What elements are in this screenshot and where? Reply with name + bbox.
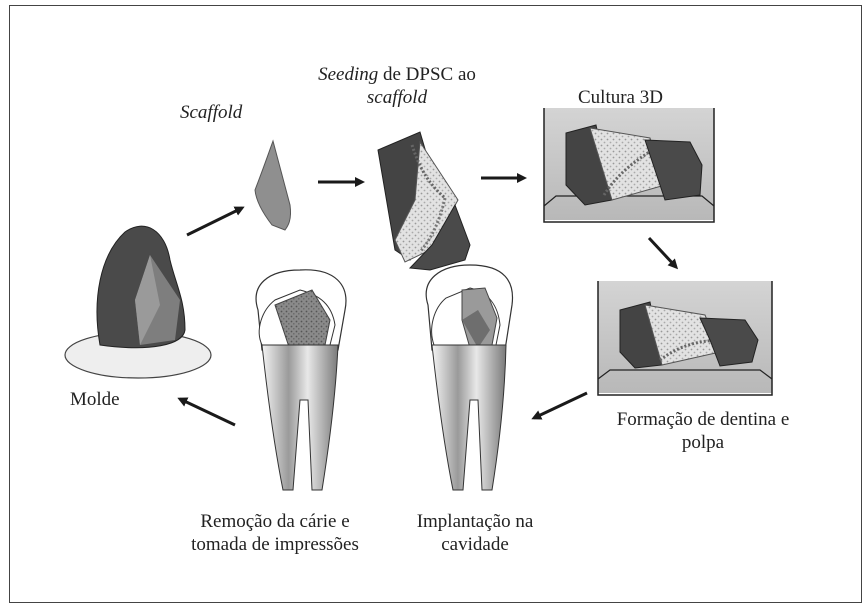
label-seeding-italic: Seeding — [318, 64, 379, 85]
label-remocao-line2: tomada de impressões — [191, 534, 359, 555]
label-seeding-line2: scaffold — [366, 87, 428, 108]
process-arrows — [177, 173, 679, 427]
label-implantacao: Implantação na cavidade — [400, 510, 550, 556]
figure-frame — [9, 5, 862, 603]
arrow-caries-to-mould — [177, 397, 236, 427]
arrow-formation-to-implant — [531, 391, 588, 420]
label-seeding-rest: de DPSC ao — [378, 64, 476, 85]
formation-illustration — [597, 281, 773, 396]
label-molde: Molde — [70, 389, 120, 410]
label-formacao-line1: Formação de dentina e — [616, 409, 790, 430]
seeded-scaffold-illustration — [377, 131, 471, 271]
implanted-tooth-illustration — [425, 264, 514, 491]
culture-3d-illustration — [543, 108, 715, 223]
label-scaffold: Scaffold — [180, 102, 243, 123]
label-remocao-line1: Remoção da cárie e — [200, 511, 350, 532]
arrow-mould-to-scaffold — [186, 206, 245, 237]
label-implantacao-line1: Implantação na — [416, 511, 534, 532]
caries-tooth-illustration — [255, 269, 347, 491]
mould-illustration — [64, 225, 212, 379]
label-seeding: Seeding de DPSC ao scaffold — [317, 63, 477, 109]
label-formacao-line2: polpa — [681, 432, 725, 453]
scaffold-illustration — [254, 139, 291, 231]
label-formacao: Formação de dentina e polpa — [598, 408, 808, 454]
label-implantacao-line2: cavidade — [441, 534, 509, 555]
label-remocao: Remoção da cárie e tomada de impressões — [175, 510, 375, 556]
label-cultura-3d: Cultura 3D — [578, 87, 663, 108]
arrow-culture-to-formation — [647, 236, 679, 270]
